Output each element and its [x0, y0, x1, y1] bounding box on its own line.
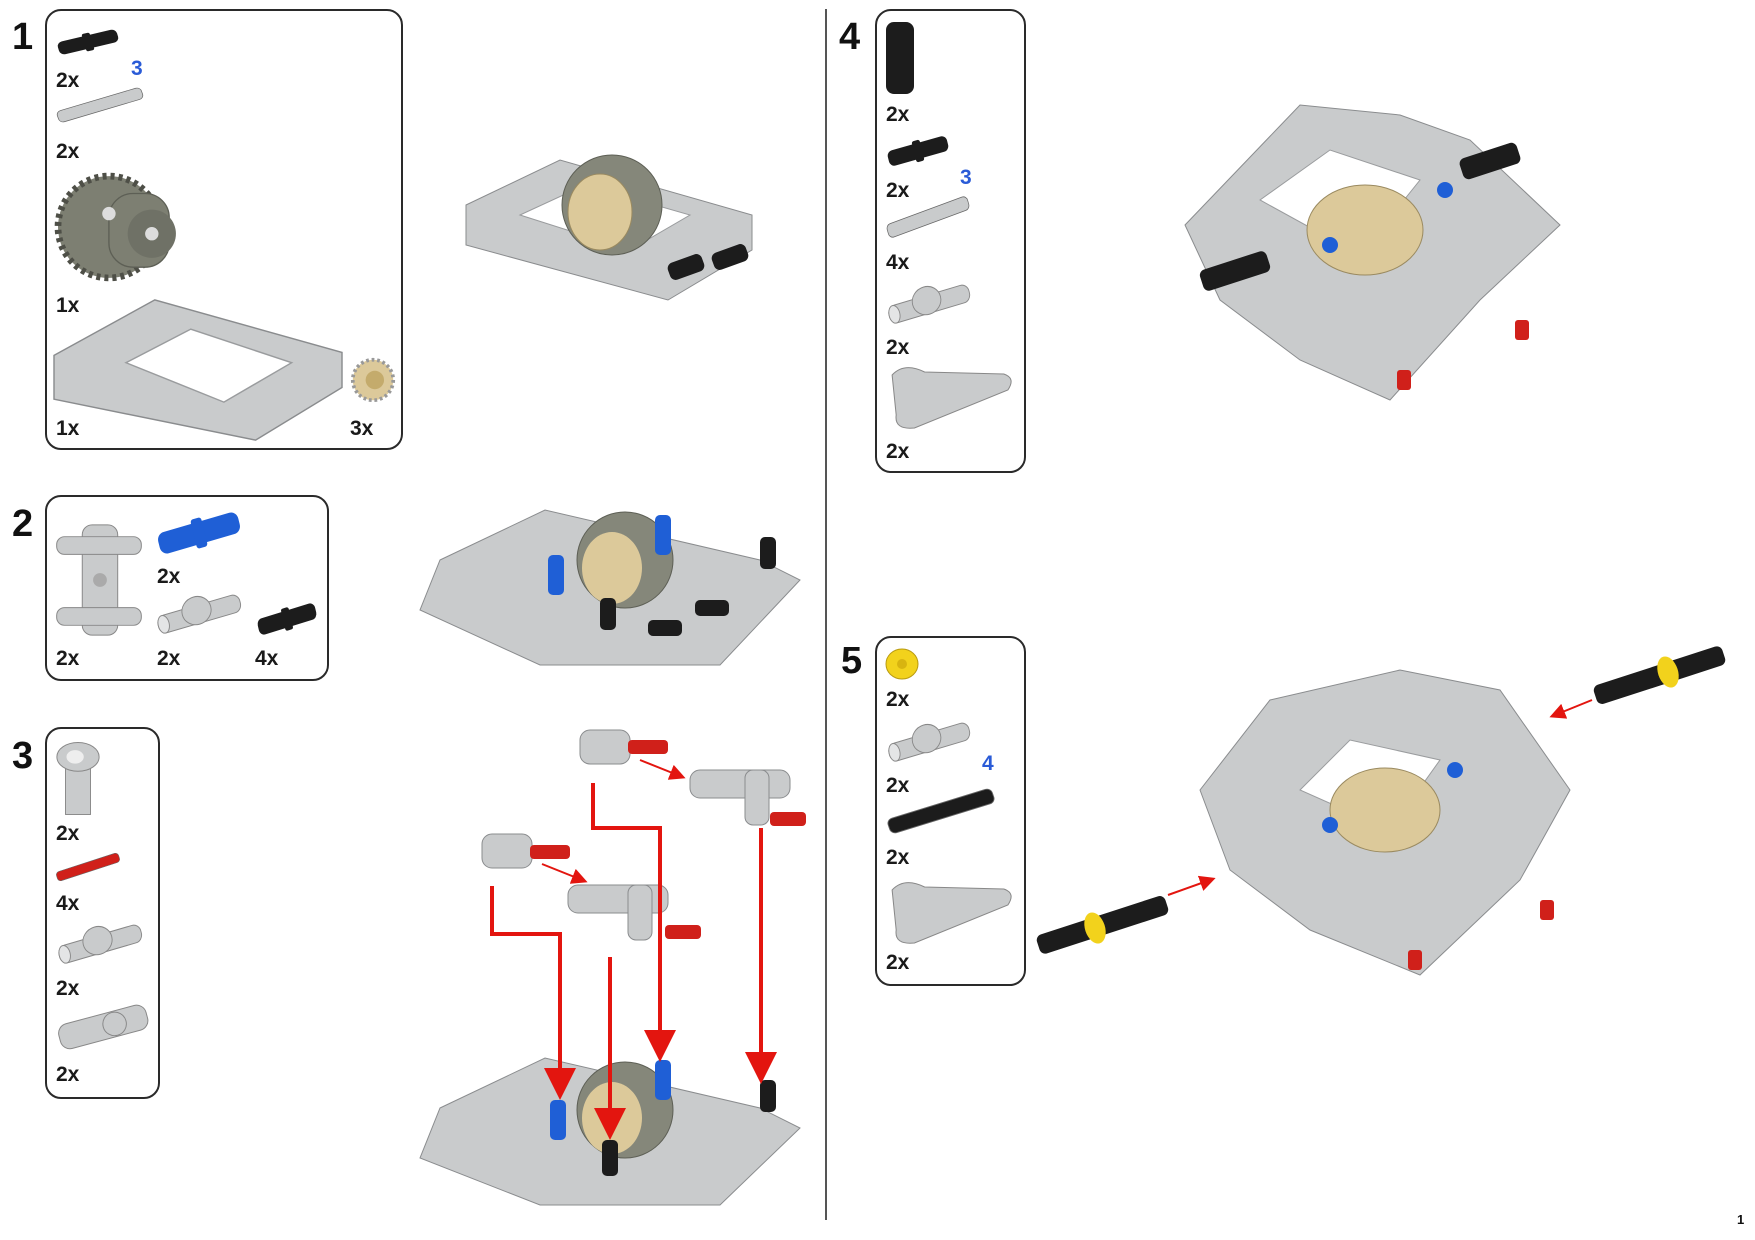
assembly-arrow	[541, 863, 588, 884]
black-axle-icon	[884, 784, 998, 838]
axle-length-callout: 3	[960, 166, 972, 189]
part-count: 2x	[56, 1063, 80, 1086]
page-number: 1	[1737, 1212, 1745, 1227]
black-pin-icon	[254, 600, 320, 638]
gray-axle-icon	[884, 192, 972, 242]
column-divider	[825, 9, 827, 1220]
assembly-arrow	[639, 759, 686, 780]
assembly-arrow	[490, 886, 576, 1100]
step-number: 3	[12, 735, 34, 777]
part-count: 2x	[56, 140, 80, 163]
step-2-model	[419, 509, 801, 666]
part-count: 2x	[886, 336, 910, 359]
t-connector-subassembly	[579, 729, 806, 826]
black-pin-icon	[54, 27, 122, 57]
step-3-model	[419, 729, 806, 1206]
axle-length-callout: 4	[982, 752, 994, 775]
pin-hub-icon	[54, 918, 146, 968]
part-count: 2x	[56, 822, 80, 845]
part-count: 2x	[886, 846, 910, 869]
yellow-bush-icon	[884, 647, 920, 681]
step-number: 2	[12, 503, 34, 545]
axle-with-bush-right	[1593, 646, 1726, 704]
assembly-arrow	[1549, 699, 1593, 719]
t-connector-icon	[54, 739, 102, 817]
step-number: 5	[841, 640, 863, 682]
step-number: 4	[839, 16, 861, 58]
part-count: 2x	[886, 440, 910, 463]
part-count: 2x	[886, 688, 910, 711]
double-pin-connector-icon	[54, 517, 144, 645]
axle-with-bush-left	[1036, 896, 1169, 954]
part-count: 2x	[56, 647, 80, 670]
bent-beam-icon	[884, 360, 1016, 432]
part-count: 4x	[255, 647, 279, 670]
t-connector-subassembly	[481, 833, 701, 941]
open-frame-icon	[53, 297, 343, 443]
axle-length-callout: 3	[131, 57, 143, 80]
step-number: 1	[12, 16, 34, 58]
part-count: 3x	[350, 417, 374, 440]
bent-beam-icon	[884, 875, 1016, 947]
pin-hub-icon	[884, 716, 974, 766]
step-5-model	[1036, 646, 1726, 976]
part-count: 2x	[886, 179, 910, 202]
differential-gear-icon	[54, 160, 196, 294]
part-count: 2x	[56, 69, 80, 92]
part-count: 2x	[157, 565, 181, 588]
step-4-model	[1184, 104, 1561, 401]
part-count: 2x	[56, 977, 80, 1000]
black-pin-icon	[884, 133, 952, 169]
part-count: 2x	[157, 647, 181, 670]
red-axle-icon	[54, 850, 122, 884]
black-tube-icon	[884, 20, 916, 96]
gray-axle-icon	[54, 84, 146, 126]
assembly-arrow	[1167, 875, 1216, 896]
axle-connector-icon	[54, 994, 152, 1058]
part-count: 1x	[56, 294, 80, 317]
part-count: 4x	[886, 251, 910, 274]
pin-hub-icon	[153, 588, 245, 638]
part-count: 2x	[886, 951, 910, 974]
assembly-arrow	[591, 783, 676, 1062]
part-count: 1x	[56, 417, 80, 440]
part-count: 2x	[886, 774, 910, 797]
pin-hub-icon	[884, 278, 974, 328]
bevel-gear-icon	[350, 352, 396, 408]
part-count: 2x	[886, 103, 910, 126]
part-count: 4x	[56, 892, 80, 915]
blue-pin-icon	[153, 508, 245, 558]
step-1-model	[465, 154, 753, 301]
